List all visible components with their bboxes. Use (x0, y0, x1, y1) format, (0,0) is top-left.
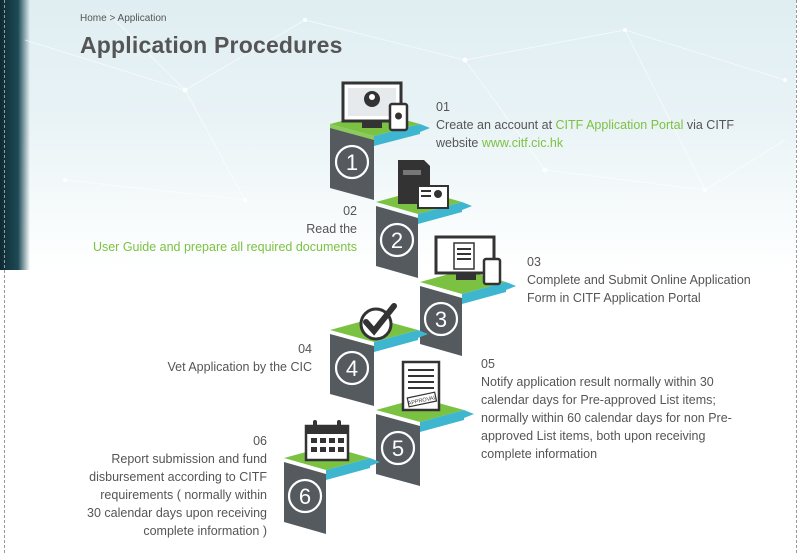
step-6-line: complete information ) (143, 524, 267, 538)
step-3-line1: Complete and Submit Online Application (527, 273, 751, 287)
page-title: Application Procedures (80, 32, 343, 58)
step-3-number: 03 (527, 255, 541, 269)
user-guide-link[interactable]: User Guide and prepare all required docu… (92, 240, 357, 254)
step-1-number-badge: 1 (346, 150, 358, 175)
approval-stamp: APPROVAL (407, 395, 437, 407)
step-5-text: 05 Notify application result normally wi… (481, 355, 732, 463)
document-folder-icon (398, 160, 449, 209)
step-4-block: 4 (330, 318, 428, 406)
checkmark-icon (359, 303, 397, 341)
step-1-line1-post: via CITF (683, 118, 735, 132)
step-2-line1: Read the (306, 222, 357, 236)
step-1-line1-pre: Create an account at (436, 118, 556, 132)
approval-document-icon: APPROVAL (401, 360, 441, 412)
step-2-number: 02 (343, 204, 357, 218)
step-4-line1: Vet Application by the CIC (167, 360, 312, 374)
breadcrumb-separator: > (109, 13, 116, 24)
step-5-line: calendar days for Pre-approved List item… (481, 393, 716, 407)
right-dashed-border (796, 0, 797, 553)
citf-portal-link[interactable]: CITF Application Portal (555, 118, 684, 132)
network-pattern (24, 9, 787, 202)
calendar-icon (304, 420, 350, 462)
breadcrumb: Home > Application (80, 13, 166, 24)
step-4-text: 04 Vet Application by the CIC (167, 340, 312, 376)
step-2-number-badge: 2 (391, 228, 403, 253)
online-form-icon (434, 235, 502, 286)
step-3-line2: Form in CITF Application Portal (527, 291, 701, 305)
step-5-line: Notify application result normally withi… (481, 375, 714, 389)
step-6-line: disbursement according to CITF (89, 470, 267, 484)
step-6-line: 30 calendar days upon receiving (87, 506, 267, 520)
breadcrumb-home[interactable]: Home (80, 13, 107, 24)
step-1-text: 01 Create an account at CITF Application… (436, 98, 734, 152)
step-4-number-badge: 4 (346, 356, 358, 381)
hero-dark-edge (0, 0, 30, 270)
step-3-text: 03 Complete and Submit Online Applicatio… (527, 253, 751, 307)
step-5-line: complete information (481, 447, 598, 461)
step-6-line: requirements ( normally within (100, 488, 267, 502)
step-3-number-badge: 3 (435, 307, 447, 332)
step-6-line: Report submission and fund (111, 452, 267, 466)
step-5-number: 05 (481, 357, 495, 371)
step-5-line: approved List items, both upon receiving (481, 429, 706, 443)
step-4-number: 04 (298, 342, 312, 356)
left-dashed-border (4, 0, 5, 553)
step-2-text: 02 Read the User Guide and prepare all r… (93, 202, 357, 256)
step-5-line: normally within 60 calendar days for non… (481, 411, 732, 425)
step-3-block: 3 (420, 270, 516, 356)
step-6-number-badge: 6 (299, 484, 311, 509)
computer-user-icon (341, 81, 409, 132)
step-6-text: 06 Report submission and fund disburseme… (87, 432, 267, 540)
step-5-number-badge: 5 (392, 436, 404, 461)
breadcrumb-current: Application (117, 13, 167, 24)
step-1-number: 01 (436, 100, 450, 114)
step-6-number: 06 (253, 434, 267, 448)
step-1-line2-pre: website (436, 136, 482, 150)
citf-website-link[interactable]: www.citf.cic.hk (481, 136, 564, 150)
